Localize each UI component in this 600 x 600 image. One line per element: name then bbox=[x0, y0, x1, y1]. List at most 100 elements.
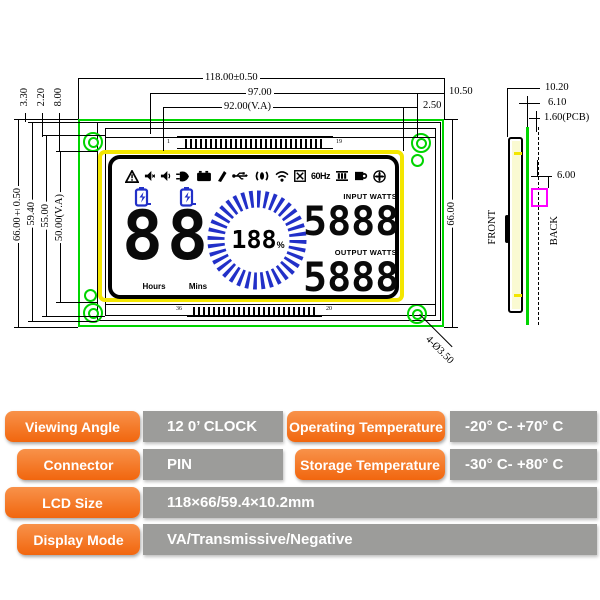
mount-hole-bottom-right bbox=[407, 304, 427, 324]
ext-line bbox=[42, 316, 105, 317]
ext-line bbox=[403, 107, 404, 151]
spec-label-display-mode: Display Mode bbox=[17, 524, 140, 555]
spec-label-storage-temperature: Storage Temperature bbox=[295, 449, 445, 480]
side-view-body bbox=[508, 137, 523, 313]
dim-610: 6.10 bbox=[548, 97, 567, 108]
side-view-glass bbox=[512, 141, 520, 309]
top-pin-strip bbox=[177, 136, 333, 149]
ext-line bbox=[14, 119, 78, 120]
ext-line bbox=[28, 122, 97, 123]
dim-5000: 50.00(V.A) bbox=[54, 192, 66, 244]
mount-hole-bottom-left bbox=[83, 303, 103, 323]
mount-hole-top-left-inner bbox=[88, 137, 99, 148]
charge-battery-icon bbox=[134, 187, 151, 208]
leader-line bbox=[25, 113, 26, 122]
warning-icon bbox=[125, 169, 139, 183]
charge-battery-icon bbox=[179, 187, 196, 208]
alignment-hole-bottom-left bbox=[84, 289, 97, 302]
spec-value-storage-temperature: -30° C- +80° C bbox=[450, 449, 597, 480]
frame-line bbox=[105, 137, 436, 138]
mount-hole-top-right-inner bbox=[416, 138, 427, 149]
bottom-pin-strip bbox=[187, 304, 322, 317]
dim-line-97 bbox=[150, 93, 444, 94]
ext-line bbox=[444, 78, 445, 119]
ext-line bbox=[56, 302, 98, 303]
gauge-unit: % bbox=[276, 240, 285, 250]
status-icon-row: 60Hz bbox=[125, 167, 386, 185]
side-view-yellow-mark bbox=[514, 152, 522, 155]
spec-label-operating-temperature: Operating Temperature bbox=[287, 411, 445, 442]
alignment-hole-top-right bbox=[411, 154, 424, 167]
ext-line bbox=[56, 151, 98, 152]
side-view-pcb bbox=[526, 127, 529, 325]
output-watts-label: OUTPUT WATTS bbox=[334, 248, 397, 257]
dim-line-600 bbox=[531, 176, 552, 177]
spec-label-lcd-size: LCD Size bbox=[5, 487, 140, 518]
output-watts-digits: 5888 bbox=[303, 255, 400, 301]
mins-label: Mins bbox=[188, 282, 208, 291]
spec-label-connector: Connector bbox=[17, 449, 140, 480]
dim-line-610 bbox=[519, 103, 540, 104]
dim-250: 2.50 bbox=[421, 100, 444, 112]
dim-5940: 59.40 bbox=[26, 200, 38, 228]
gauge-number: 188 bbox=[231, 225, 277, 254]
spec-value-operating-temperature: -20° C- +70° C bbox=[450, 411, 597, 442]
hours-label: Hours bbox=[142, 282, 166, 291]
dim-5500: 55.00 bbox=[40, 202, 52, 230]
dim-330: 3.30 bbox=[19, 88, 30, 107]
usb-icon bbox=[232, 171, 249, 181]
ext-line bbox=[507, 88, 508, 137]
side-view-clip bbox=[505, 215, 509, 243]
mount-hole-top-right bbox=[411, 133, 431, 153]
dim-line-160 bbox=[529, 118, 540, 119]
spec-value-connector: PIN bbox=[143, 449, 283, 480]
ext-line bbox=[42, 135, 105, 136]
ext-line bbox=[14, 327, 78, 328]
ext-line bbox=[527, 96, 528, 127]
gauge-value: 188% bbox=[230, 225, 286, 254]
mount-hole-bottom-left-inner bbox=[88, 308, 99, 319]
input-watts-label: INPUT WATTS bbox=[343, 192, 397, 201]
time-digits: 88 bbox=[122, 197, 212, 276]
ext-line bbox=[548, 176, 549, 188]
dim-97: 97.00 bbox=[246, 87, 274, 99]
transformer-icon bbox=[335, 170, 349, 182]
plug-icon bbox=[176, 171, 191, 182]
bottom-pins bbox=[193, 307, 316, 316]
mute-icon bbox=[144, 170, 155, 182]
speaker-icon bbox=[254, 170, 270, 182]
dim-160: 1.60(PCB) bbox=[544, 112, 590, 123]
dim-220: 2.20 bbox=[36, 88, 47, 107]
pen-icon bbox=[217, 170, 227, 182]
hole-note: 4-Ø3.50 bbox=[423, 334, 456, 367]
ext-line bbox=[163, 107, 164, 151]
leader-line bbox=[59, 113, 60, 151]
pin-number-last-top: 19 bbox=[336, 139, 342, 145]
ext-line bbox=[150, 93, 151, 134]
dim-118: 118.00±0.50 bbox=[203, 72, 260, 84]
input-watts-digits: 5888 bbox=[303, 199, 400, 245]
spec-label-viewing-angle: Viewing Angle bbox=[5, 411, 140, 442]
lcd-display: 60Hz 88 Hours Mins 188% INPUT WATTS 5888… bbox=[108, 155, 399, 299]
dim-66: 66.00±0.50 bbox=[12, 186, 24, 243]
module-outline bbox=[78, 119, 444, 327]
pin-number-first-top: 1 bbox=[167, 139, 170, 145]
battery-icon bbox=[196, 170, 212, 182]
leader-line bbox=[42, 113, 43, 137]
ext-line bbox=[417, 93, 418, 137]
frequency-label: 60Hz bbox=[311, 171, 331, 181]
dim-line-92 bbox=[163, 107, 417, 108]
dim-1020: 10.20 bbox=[545, 82, 569, 93]
bezel-opening bbox=[98, 150, 404, 302]
pump-icon bbox=[354, 170, 368, 182]
ext-line bbox=[28, 321, 97, 322]
dim-600: 6.00 bbox=[557, 170, 576, 181]
fan-60hz-icon bbox=[294, 170, 306, 182]
ext-line bbox=[537, 160, 538, 176]
top-pins bbox=[185, 139, 325, 148]
volume-icon bbox=[160, 170, 171, 182]
pin-number-first-bottom: 36 bbox=[176, 306, 182, 312]
ext-line bbox=[444, 119, 458, 120]
dim-line-118 bbox=[78, 78, 444, 79]
